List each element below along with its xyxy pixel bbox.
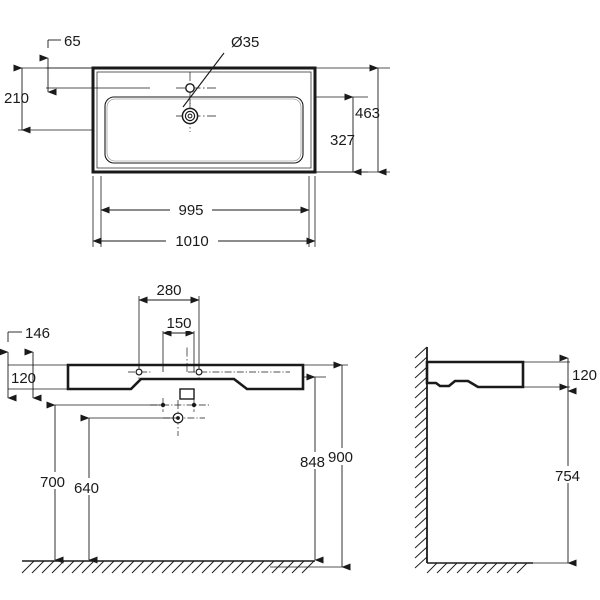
floor-line-front — [21, 560, 315, 574]
fixing-hole-right-front — [188, 365, 290, 379]
wall-hatching-side — [414, 346, 428, 569]
dim-700-label: 700 — [40, 474, 65, 491]
floor-line-side — [426, 562, 533, 574]
dim-150-label: 150 — [166, 315, 191, 332]
dim-900-label: 900 — [328, 449, 353, 466]
dim-754-label: 754 — [555, 468, 580, 485]
dim-tap-hole-diameter: Ø35 — [231, 34, 259, 51]
waste-stub-front — [179, 388, 195, 400]
dim-150-group: 150 — [161, 314, 197, 372]
dim-848-label: 848 — [300, 454, 325, 471]
basin-outline-front — [66, 363, 305, 391]
bowl-recess-top — [104, 96, 304, 164]
waste-outlet-top — [176, 100, 216, 132]
dim-848-group: 848 — [299, 373, 337, 564]
dim-280-group: 280 — [138, 281, 200, 368]
dim-146-group: 146 — [0, 325, 50, 402]
basin-underside-front — [130, 378, 248, 390]
dim-210-group: 210 — [4, 64, 93, 134]
dim-327-group: 327 — [315, 93, 368, 176]
top-view-group: Ø35 65 210 327 463 — [4, 33, 390, 250]
dim-280-label: 280 — [156, 282, 181, 299]
bowl-recess-inner-top — [106, 98, 302, 162]
dim-754-group: 754 — [427, 383, 594, 567]
dim-65-label: 65 — [64, 33, 81, 50]
basin-outline-side — [425, 360, 525, 389]
basin-rim-inner-top — [96, 71, 312, 169]
dim-1010-label: 1010 — [175, 233, 208, 250]
side-view-group: 120 754 — [414, 346, 597, 574]
fixing-hole-left-front — [128, 365, 152, 379]
dim-120-side-group: 120 — [478, 354, 597, 395]
dim-120-front-label: 120 — [11, 370, 36, 387]
dim-146-label: 146 — [25, 325, 50, 342]
dim-700-group: 700 — [39, 401, 163, 564]
dim-995-1010-group: 995 995 1010 — [92, 176, 316, 250]
diameter-leader-line — [182, 52, 225, 108]
dim-210-label: 210 — [4, 90, 29, 107]
dim-463-group: 463 — [315, 64, 390, 176]
basin-outline-top — [91, 66, 317, 174]
dim-900-group: 900 — [270, 361, 367, 571]
dim-327-label: 327 — [330, 132, 355, 149]
dim-463-label: 463 — [355, 105, 380, 122]
dim-120-side-label: 120 — [572, 367, 597, 384]
dim-640-group: 640 — [73, 414, 178, 564]
front-view-group: 146 120 280 150 — [0, 281, 367, 574]
dim-120-front-group: 120 — [8, 348, 68, 402]
dim-995-label-fg: 995 — [178, 202, 203, 219]
dim-640-label: 640 — [74, 480, 99, 497]
